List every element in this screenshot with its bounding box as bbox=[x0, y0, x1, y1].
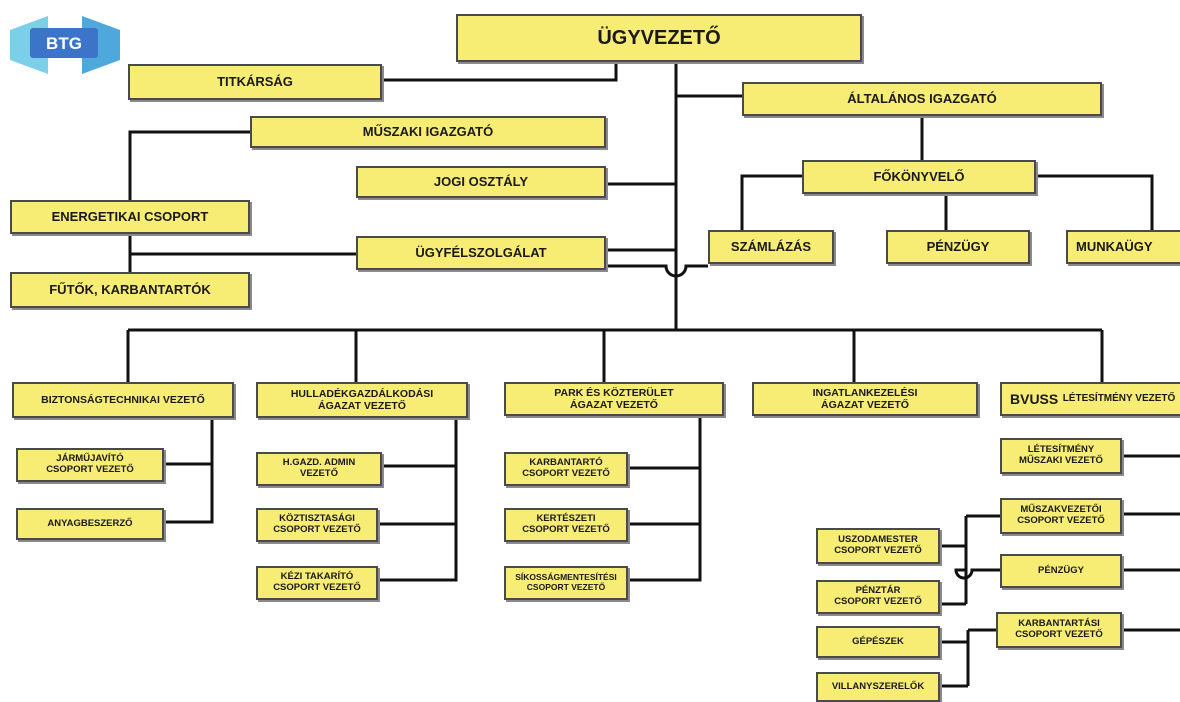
box-penztar-line1: PÉNZTÁR bbox=[855, 585, 901, 597]
box-kerteszeti-line1: KERTÉSZETI bbox=[536, 513, 596, 525]
box-titkarsag: TITKÁRSÁG bbox=[128, 64, 382, 100]
box-karbantartasi-line2: CSOPORT VEZETŐ bbox=[1015, 629, 1103, 640]
box-fokonyvelo: FŐKÖNYVELŐ bbox=[802, 160, 1036, 194]
box-muszakvezetoi-line1: MŰSZAKVEZETŐI bbox=[1020, 504, 1102, 516]
box-muszakvezetoi-line2: CSOPORT VEZETŐ bbox=[1017, 515, 1105, 526]
box-uszodamester-line1: USZODAMESTER bbox=[838, 534, 918, 546]
box-villanyszerelok: VILLANYSZERELŐK bbox=[816, 672, 940, 702]
box-park-es-kozterulet-line1: PARK ÉS KÖZTERÜLET bbox=[554, 386, 674, 399]
box-penzugy-top: PÉNZÜGY bbox=[886, 230, 1030, 264]
box-park-es-kozterulet-line2: ÁGAZAT VEZETŐ bbox=[570, 399, 658, 411]
box-koztisztasagi: KÖZTISZTASÁGI CSOPORT VEZETŐ bbox=[256, 508, 378, 542]
box-penztar: PÉNZTÁR CSOPORT VEZETŐ bbox=[816, 580, 940, 614]
box-munkaugy: MUNKAÜGY bbox=[1066, 230, 1180, 264]
box-sikossagmentesitesi: SÍKOSSÁGMENTESÍTÉSI CSOPORT VEZETŐ bbox=[504, 566, 628, 600]
box-karbantartasi: KARBANTARTÁSI CSOPORT VEZETŐ bbox=[996, 612, 1122, 648]
box-kezi-takarito: KÉZI TAKARÍTÓ CSOPORT VEZETŐ bbox=[256, 566, 378, 600]
btg-logo: BTG bbox=[10, 16, 120, 74]
connector-line bbox=[1036, 174, 1154, 230]
box-hulladekgazdalkodasi: HULLADÉKGAZDÁLKODÁSI ÁGAZAT VEZETŐ bbox=[256, 382, 468, 418]
box-bvuss-rest: LÉTESÍTMÉNY VEZETŐ bbox=[1062, 393, 1176, 405]
box-uszodamester: USZODAMESTER CSOPORT VEZETŐ bbox=[816, 528, 940, 564]
box-bvuss-bold: BVUSS bbox=[1010, 390, 1059, 407]
logo-tile bbox=[30, 28, 98, 58]
box-ugyvezeto: ÜGYVEZETŐ bbox=[456, 14, 862, 62]
box-karbantarto-line1: KARBANTARTÓ bbox=[529, 457, 603, 469]
box-koztisztasagi-line1: KÖZTISZTASÁGI bbox=[279, 513, 355, 525]
box-kezi-takarito-line2: CSOPORT VEZETŐ bbox=[273, 582, 361, 593]
box-muszaki-igazgato: MŰSZAKI IGAZGATÓ bbox=[250, 116, 606, 148]
box-ingatlankezelesi-line2: ÁGAZAT VEZETŐ bbox=[821, 399, 909, 411]
box-hgazd-admin: H.GAZD. ADMIN VEZETŐ bbox=[256, 452, 382, 486]
box-szamlazas: SZÁMLÁZÁS bbox=[708, 230, 834, 264]
box-jogi-osztaly: JOGI OSZTÁLY bbox=[356, 166, 606, 198]
box-hulladekgazdalkodasi-line1: HULLADÉKGAZDÁLKODÁSI bbox=[290, 387, 434, 400]
box-hgazd-admin-line1: H.GAZD. ADMIN bbox=[282, 457, 356, 469]
box-altalanos-igazgato: ÁLTALÁNOS IGAZGATÓ bbox=[742, 82, 1102, 116]
box-energetikai-csoport: ENERGETIKAI CSOPORT bbox=[10, 200, 250, 234]
connector-line bbox=[164, 418, 214, 524]
box-muszakvezetoi: MŰSZAKVEZETŐI CSOPORT VEZETŐ bbox=[1000, 498, 1122, 534]
box-letesitmeny-muszaki: LÉTESÍTMÉNY MŰSZAKI VEZETŐ bbox=[1000, 438, 1122, 474]
box-hgazd-admin-line2: VEZETŐ bbox=[299, 468, 338, 479]
box-ugyfelszolgalat: ÜGYFÉLSZOLGÁLAT bbox=[356, 236, 606, 270]
box-karbantarto-line2: CSOPORT VEZETŐ bbox=[522, 468, 610, 479]
connector-line bbox=[628, 416, 702, 582]
connector-line bbox=[954, 568, 1000, 580]
box-futok-karbantartok: FŰTŐK, KARBANTARTÓK bbox=[10, 272, 250, 308]
box-jarmujavito-line2: CSOPORT VEZETŐ bbox=[46, 464, 134, 475]
box-karbantartasi-line1: KARBANTARTÁSI bbox=[1018, 618, 1100, 630]
box-anyagbeszerzo: ANYAGBESZERZŐ bbox=[16, 508, 164, 540]
box-koztisztasagi-line2: CSOPORT VEZETŐ bbox=[273, 524, 361, 535]
box-kerteszeti: KERTÉSZETI CSOPORT VEZETŐ bbox=[504, 508, 628, 542]
connector-line bbox=[382, 62, 618, 82]
box-kezi-takarito-line1: KÉZI TAKARÍTÓ bbox=[280, 571, 354, 583]
box-park-es-kozterulet: PARK ÉS KÖZTERÜLET ÁGAZAT VEZETŐ bbox=[504, 382, 724, 416]
box-biztonsagtechnikai-vezeto: BIZTONSÁGTECHNIKAI VEZETŐ bbox=[12, 382, 234, 418]
box-sikossagmentesitesi-line1: SÍKOSSÁGMENTESÍTÉSI bbox=[515, 572, 617, 583]
box-kerteszeti-line2: CSOPORT VEZETŐ bbox=[522, 524, 610, 535]
box-uszodamester-line2: CSOPORT VEZETŐ bbox=[834, 545, 922, 556]
box-penzugy-bottom: PÉNZÜGY bbox=[1000, 554, 1122, 588]
box-hulladekgazdalkodasi-line2: ÁGAZAT VEZETŐ bbox=[318, 400, 406, 412]
connector-line bbox=[606, 264, 708, 278]
box-penztar-line2: CSOPORT VEZETŐ bbox=[834, 596, 922, 607]
box-ingatlankezelesi-line1: INGATLANKEZELÉSI bbox=[812, 386, 918, 399]
box-letesitmeny-muszaki-line2: MŰSZAKI VEZETŐ bbox=[1019, 455, 1103, 466]
box-sikossagmentesitesi-line2: CSOPORT VEZETŐ bbox=[526, 582, 606, 592]
box-jarmujavito-line1: JÁRMŰJAVÍTÓ bbox=[56, 453, 124, 465]
box-gepeszek: GÉPÉSZEK bbox=[816, 626, 940, 658]
connector-line bbox=[378, 418, 458, 582]
box-jarmujavito: JÁRMŰJAVÍTÓ CSOPORT VEZETŐ bbox=[16, 448, 164, 482]
box-karbantarto: KARBANTARTÓ CSOPORT VEZETŐ bbox=[504, 452, 628, 486]
box-letesitmeny-muszaki-line1: LÉTESÍTMÉNY bbox=[1027, 444, 1095, 456]
box-ingatlankezelesi: INGATLANKEZELÉSI ÁGAZAT VEZETŐ bbox=[752, 382, 978, 416]
connector-line bbox=[740, 174, 802, 230]
logo-text: BTG bbox=[46, 34, 82, 53]
box-bvuss-letesitmeny-vezeto: BVUSS LÉTESÍTMÉNY VEZETŐ bbox=[1000, 382, 1180, 416]
